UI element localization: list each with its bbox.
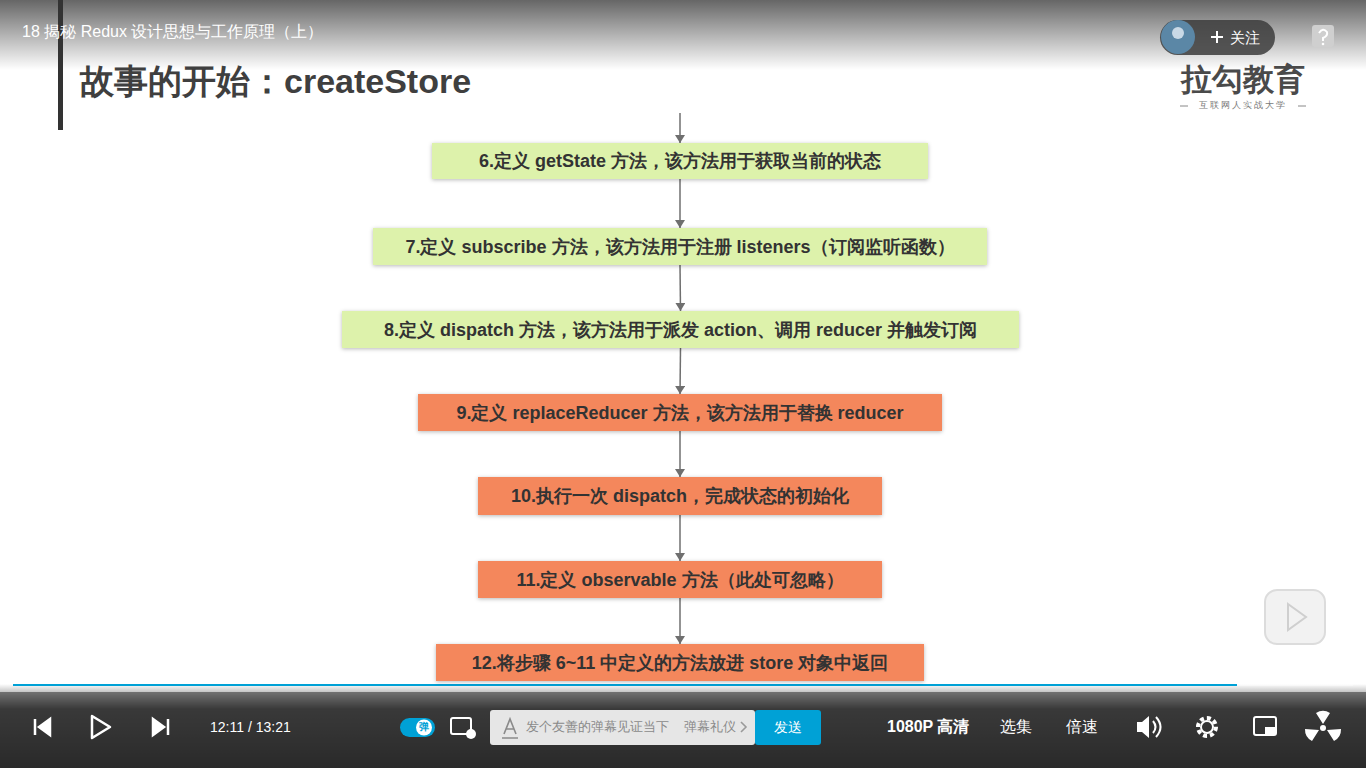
speed-text-wrap: 倍速 [1066, 717, 1098, 737]
process-box: 8.定义 dispatch 方法，该方法用于派发 action、调用 reduc… [342, 311, 1019, 348]
flow-arrow [679, 265, 681, 311]
web-fullscreen-icon [1320, 725, 1326, 731]
settings-icon [1201, 721, 1213, 733]
play-watermark [1288, 604, 1306, 630]
flow-arrow [679, 179, 681, 228]
danmaku-settings-icon [466, 729, 476, 739]
flow-arrow [679, 431, 681, 477]
box-text: 8.定义 dispatch 方法，该方法用于派发 action、调用 reduc… [384, 319, 977, 341]
danmaku-toggle-text-wrap: 弹 [419, 720, 429, 733]
pip-icon [1254, 717, 1276, 735]
logo-text: 拉勾教育 [1181, 62, 1305, 97]
progress-fill [13, 684, 1237, 686]
input-placeholder: 发个友善的弹幕见证当下 [526, 719, 669, 734]
help-icon [1322, 43, 1325, 46]
help-icon [1319, 30, 1327, 41]
volume-icon [1153, 717, 1161, 737]
incoming-arrow [679, 113, 681, 143]
logo-dash [1180, 106, 1188, 107]
box-text: 10.执行一次 dispatch，完成状态的初始化 [511, 485, 849, 507]
slide-title-wrap: 故事的开始：createStore [80, 60, 471, 102]
video-title-wrap: 18 揭秘 Redux 设计思想与工作原理（上） [22, 22, 323, 42]
flow-arrow [679, 515, 681, 561]
input-placeholder-wrap: 发个友善的弹幕见证当下 [526, 719, 669, 735]
box-text: 9.定义 replaceReducer 方法，该方法用于替换 reducer [456, 402, 903, 424]
logo-dash [1298, 106, 1306, 107]
prev-icon [35, 719, 50, 735]
box-text: 11.定义 observable 方法（此处可忽略） [516, 569, 843, 591]
danmaku-toggle [416, 720, 432, 736]
flow-arrow [679, 348, 681, 394]
quality-text-wrap: 1080P 高清 [887, 717, 969, 737]
font-icon [502, 719, 518, 738]
process-box: 12.将步骤 6~11 中定义的方法放进 store 对象中返回 [436, 644, 924, 681]
send-text: 发送 [774, 719, 802, 735]
process-box: 10.执行一次 dispatch，完成状态的初始化 [478, 477, 882, 515]
send-text-wrap: 发送 [774, 718, 802, 736]
follow-button [1160, 20, 1275, 55]
avatar [1172, 27, 1184, 39]
settings-icon [1198, 718, 1216, 736]
danmaku-toggle [400, 718, 435, 737]
logo-text-wrap: 拉勾教育 [1181, 60, 1305, 99]
top-shade [0, 0, 1366, 70]
speed-text: 倍速 [1066, 718, 1098, 735]
play-watermark [1265, 590, 1325, 644]
web-fullscreen-icon [1305, 711, 1341, 741]
next-icon [153, 719, 168, 735]
time-display: 12:11 / 13:21 [210, 719, 291, 735]
episodes-text-wrap: 选集 [1000, 717, 1032, 737]
chevron-icon [741, 722, 746, 732]
title-bar [58, 0, 63, 130]
box-text: 12.将步骤 6~11 中定义的方法放进 store 对象中返回 [472, 652, 889, 674]
quality-text: 1080P 高清 [887, 718, 969, 735]
logo-slogan-wrap: 互联网人实战大学 [1199, 100, 1287, 111]
slide-title: 故事的开始：createStore [80, 62, 471, 100]
danmaku-input [490, 710, 755, 745]
video-title: 18 揭秘 Redux 设计思想与工作原理（上） [22, 23, 323, 40]
episodes-text: 选集 [1000, 718, 1032, 735]
process-box: 6.定义 getState 方法，该方法用于获取当前的状态 [432, 143, 928, 179]
avatar [1161, 20, 1195, 54]
control-bar [0, 692, 1366, 768]
process-box: 9.定义 replaceReducer 方法，该方法用于替换 reducer [418, 394, 942, 431]
play-icon [92, 716, 110, 738]
danmaku-etiquette-wrap: 弹幕礼仪 [684, 719, 736, 735]
help-icon [1312, 25, 1334, 47]
process-box: 11.定义 observable 方法（此处可忽略） [478, 561, 882, 598]
follow-text: 关注 [1230, 29, 1260, 46]
plus-icon [1211, 31, 1223, 43]
time-display-wrap: 12:11 / 13:21 [210, 718, 291, 736]
progress-track [13, 684, 1353, 686]
danmaku-toggle-text: 弹 [419, 721, 429, 732]
follow-text-wrap: 关注 [1230, 28, 1260, 47]
send-button [755, 710, 821, 745]
box-text: 7.定义 subscribe 方法，该方法用于注册 listeners（订阅监听… [405, 236, 954, 258]
logo-slogan: 互联网人实战大学 [1199, 100, 1287, 110]
process-box: 7.定义 subscribe 方法，该方法用于注册 listeners（订阅监听… [373, 228, 987, 265]
bottom-shade [0, 684, 1366, 768]
box-text: 6.定义 getState 方法，该方法用于获取当前的状态 [479, 150, 881, 172]
danmaku-etiquette: 弹幕礼仪 [684, 719, 736, 734]
pip-icon [1265, 727, 1276, 735]
flow-arrow [679, 598, 681, 644]
volume-icon [1137, 716, 1149, 738]
